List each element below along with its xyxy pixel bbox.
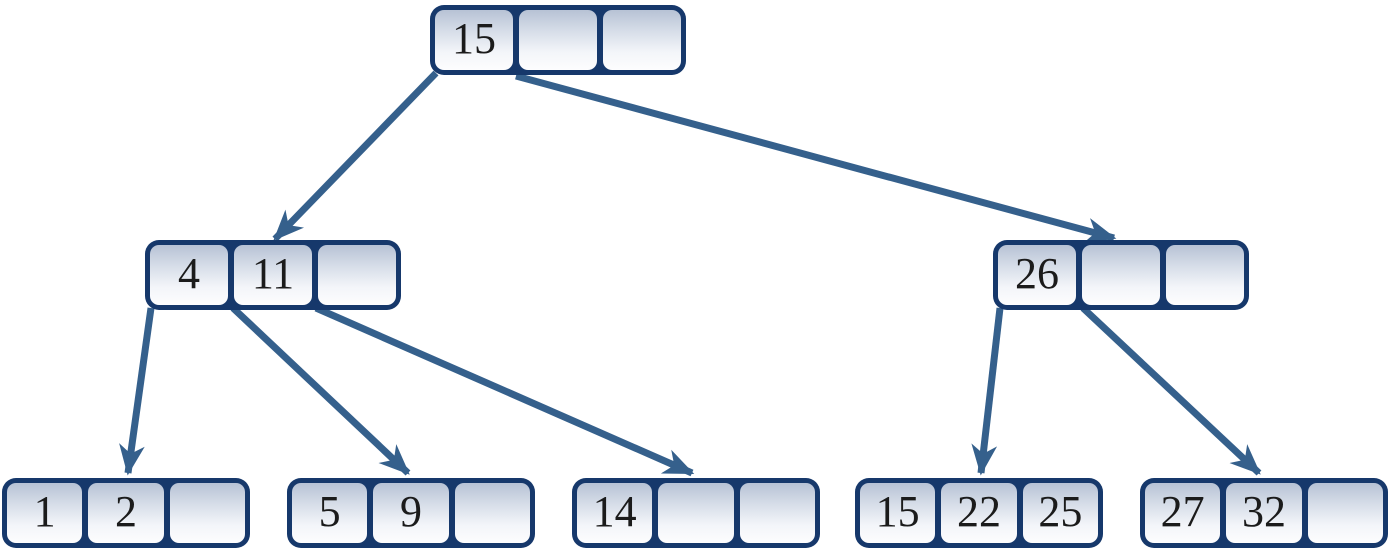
key-value: 25 — [1038, 487, 1083, 536]
key-cell: 25 — [1022, 483, 1098, 543]
key-cell: 27 — [1145, 483, 1221, 543]
key-cell — [1307, 483, 1383, 543]
key-cell: 15 — [435, 10, 513, 70]
key-cell: 4 — [150, 245, 228, 305]
key-cell — [454, 483, 530, 543]
key-value: 14 — [592, 487, 637, 536]
key-value: 22 — [956, 487, 1001, 536]
tree-node-internal-right: 26 — [993, 240, 1249, 310]
edge-internal-right-to-leaf-5 — [1080, 305, 1262, 476]
key-value: 9 — [399, 487, 422, 536]
tree-node-leaf-2: 5 9 — [287, 478, 535, 548]
key-cell — [318, 245, 396, 305]
edge-root-to-internal-left — [272, 70, 439, 242]
key-cell: 32 — [1226, 483, 1302, 543]
tree-node-leaf-3: 14 — [572, 478, 820, 548]
key-cell — [1082, 245, 1160, 305]
key-cell: 9 — [373, 483, 449, 543]
key-cell: 1 — [7, 483, 83, 543]
key-cell — [603, 10, 681, 70]
key-cell: 2 — [88, 483, 164, 543]
key-value: 15 — [452, 14, 496, 63]
tree-node-leaf-4: 15 22 25 — [855, 478, 1103, 548]
key-cell: 22 — [941, 483, 1017, 543]
edge-internal-left-to-leaf-2 — [230, 305, 411, 476]
key-value: 1 — [33, 487, 56, 536]
key-cell: 11 — [234, 245, 312, 305]
key-value: 2 — [114, 487, 137, 536]
edge-internal-left-to-leaf-3 — [314, 304, 695, 477]
key-cell — [169, 483, 245, 543]
edge-root-to-internal-right — [515, 72, 1117, 244]
tree-node-leaf-5: 27 32 — [1140, 478, 1388, 548]
tree-node-root: 15 — [430, 5, 686, 75]
key-cell — [739, 483, 815, 543]
key-value: 4 — [178, 249, 200, 298]
key-cell — [658, 483, 734, 543]
key-value: 15 — [875, 487, 920, 536]
key-value: 11 — [251, 249, 295, 298]
key-cell: 5 — [292, 483, 368, 543]
key-value: 27 — [1160, 487, 1205, 536]
key-cell — [519, 10, 597, 70]
tree-node-internal-left: 4 11 — [145, 240, 401, 310]
key-cell: 14 — [577, 483, 653, 543]
key-value: 26 — [1015, 249, 1059, 298]
key-value: 5 — [318, 487, 341, 536]
key-value: 32 — [1241, 487, 1286, 536]
tree-node-leaf-1: 1 2 — [2, 478, 250, 548]
edge-internal-right-to-leaf-4 — [971, 307, 1004, 476]
key-cell: 26 — [998, 245, 1076, 305]
key-cell: 15 — [860, 483, 936, 543]
key-cell — [1166, 245, 1244, 305]
edge-internal-left-to-leaf-1 — [119, 307, 155, 476]
